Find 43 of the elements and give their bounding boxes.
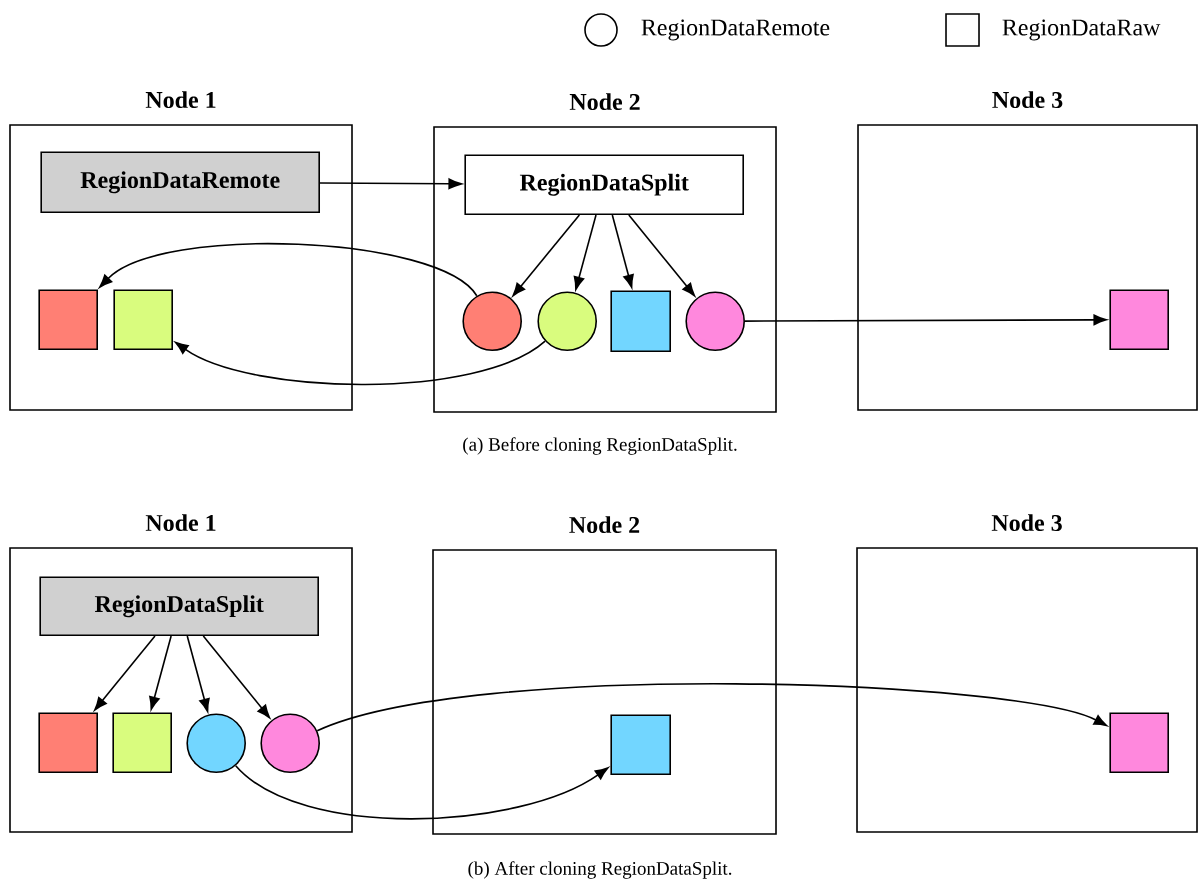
circle [260, 713, 320, 773]
process-box: RegionDataRemote [40, 151, 320, 213]
arrow [202, 635, 271, 719]
square [112, 712, 172, 773]
arrow [319, 178, 462, 190]
legend-label: RegionDataRaw [1002, 19, 1161, 41]
node-label: Node 3 [992, 91, 1063, 109]
legend-label: RegionDataRemote [641, 19, 830, 41]
node-label: Node 2 [569, 516, 640, 534]
node-box: Node 3 [856, 514, 1198, 833]
arrow [94, 635, 156, 711]
node-label: Node 1 [145, 514, 216, 532]
caption: (a) Before cloning RegionDataSplit. [463, 437, 737, 455]
process-box: RegionDataSplit [464, 154, 744, 215]
arrow [512, 214, 581, 297]
arrow [611, 214, 634, 289]
arrow [628, 214, 696, 297]
caption: (b) After cloning RegionDataSplit. [468, 861, 732, 879]
node-box: Node 3 [857, 91, 1198, 411]
arrow [234, 764, 609, 820]
arrow [99, 243, 478, 297]
circle [186, 713, 246, 773]
circle [537, 291, 597, 351]
node-label: Node 3 [991, 514, 1062, 532]
arrow [186, 635, 210, 713]
square [38, 289, 98, 350]
process-box: RegionDataSplit [39, 576, 319, 636]
arrow [316, 683, 1108, 732]
arrow [744, 314, 1107, 326]
square [1109, 289, 1169, 350]
circle [685, 291, 745, 351]
square [113, 289, 173, 350]
node-label: Node 2 [569, 93, 640, 111]
circle [462, 291, 522, 351]
arrow [174, 340, 546, 386]
arrow [149, 635, 172, 711]
square [1109, 712, 1169, 773]
arrow [573, 214, 597, 291]
node-box: Node 2 [432, 516, 777, 835]
node-label: Node 1 [145, 91, 216, 109]
square [38, 712, 98, 773]
square [610, 714, 671, 775]
square [610, 290, 671, 352]
